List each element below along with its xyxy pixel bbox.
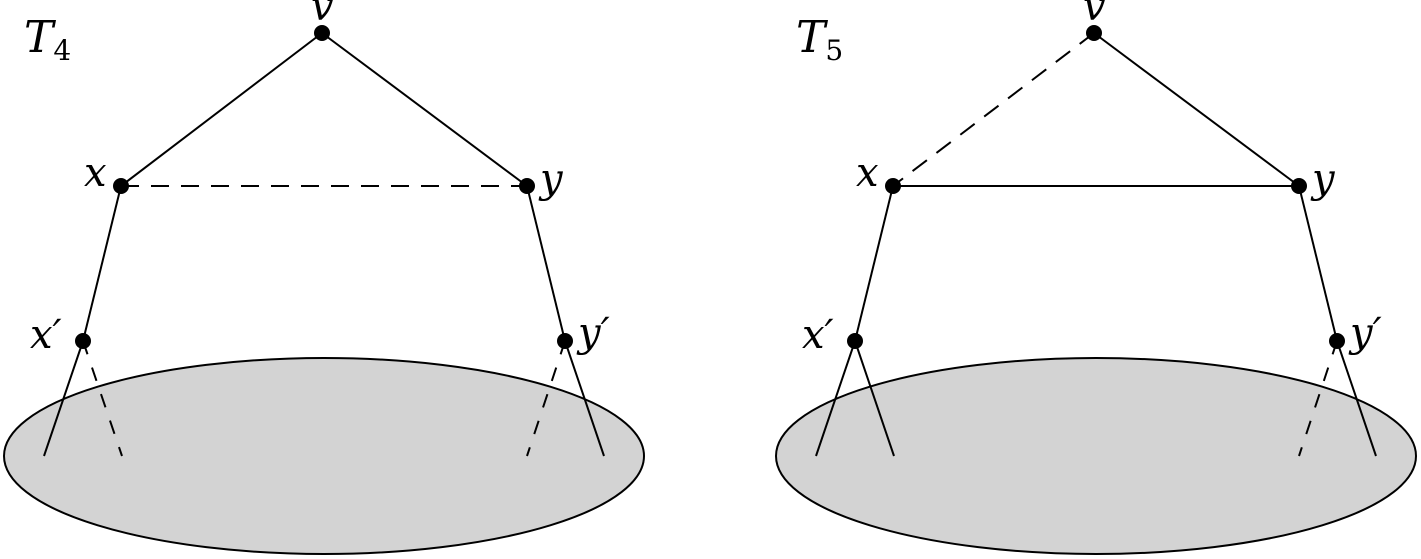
label-y: y [1310,156,1336,202]
edge-yprime-down-right [1336,340,1377,457]
edge-xprime-down-left [815,340,856,457]
node-xprime [75,333,91,349]
edge-v-y [321,32,528,187]
label-y: y [538,156,564,202]
edge-yprime-down-left-dashed [1298,340,1338,457]
edge-yprime-down-left-dashed [526,340,566,457]
label-v: v [1083,0,1106,30]
edge-xprime-down-right [854,340,895,457]
label-yprime: y′ [1348,310,1382,356]
label-xprime: x′ [30,312,62,358]
subtree-blob [3,357,645,555]
label-xprime: x′ [802,312,834,358]
label-v: v [311,0,334,30]
node-yprime [1329,333,1345,349]
diagram-t4: T4 v x y x′ y′ [3,0,645,555]
label-yprime: y′ [576,310,610,356]
subtree-blob [775,357,1417,555]
node-y [1291,178,1307,194]
edge-yprime-down-right [564,340,605,457]
node-xprime [847,333,863,349]
node-x [113,178,129,194]
edge-y-yprime [1298,185,1338,342]
edge-y-yprime [526,185,566,342]
edge-xprime-down-right-dashed [82,340,123,457]
diagram-title: T4 [24,12,71,67]
edge-x-xprime [854,185,894,342]
label-x: x [856,150,879,196]
diagram-t5: T5 v x y x′ y′ [775,0,1417,555]
edge-v-y [1093,32,1300,187]
edge-xprime-down-left [43,340,84,457]
node-v [1086,25,1102,41]
node-v [314,25,330,41]
label-x: x [84,150,107,196]
edge-v-x-dashed [892,32,1095,187]
edge-v-x [120,32,323,187]
edge-x-xprime [82,185,122,342]
node-yprime [557,333,573,349]
node-y [519,178,535,194]
node-x [885,178,901,194]
diagram-title: T5 [796,12,843,67]
